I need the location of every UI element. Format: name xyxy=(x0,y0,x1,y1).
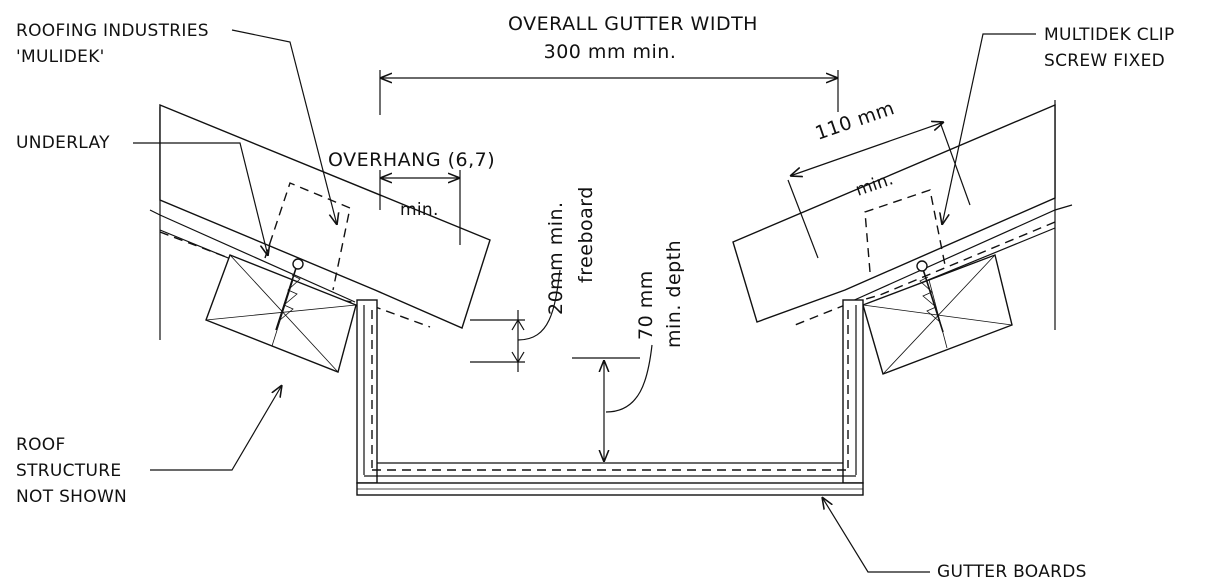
depth-label-line1: 70 mm xyxy=(635,270,657,340)
clip-leader: MULTIDEK CLIP SCREW FIXED xyxy=(942,25,1175,225)
overall-width-label-line2: 300 mm min. xyxy=(544,41,677,63)
overall-width-label-line1: OVERALL GUTTER WIDTH xyxy=(508,13,758,35)
clip-label-line1: MULTIDEK CLIP xyxy=(1044,25,1175,45)
left-screw xyxy=(275,258,304,331)
underlay-label: UNDERLAY xyxy=(16,133,110,153)
roof-structure-leader: ROOF STRUCTURE NOT SHOWN xyxy=(16,385,282,507)
overall-width-dimension: OVERALL GUTTER WIDTH 300 mm min. xyxy=(379,13,839,115)
freeboard-label-line2: freeboard xyxy=(575,186,597,283)
clip-label-line2: SCREW FIXED xyxy=(1044,51,1165,71)
depth-dimension: 70 mm min. depth xyxy=(572,240,685,462)
roofing-label-line1: ROOFING INDUSTRIES xyxy=(16,21,209,41)
roofing-leader: ROOFING INDUSTRIES 'MULIDEK' xyxy=(16,21,337,225)
roof-label-line1: ROOF xyxy=(16,435,66,455)
left-roof-assembly: OVERHANG (6,7) min. xyxy=(149,103,495,373)
right-roof-assembly: 110 mm min. xyxy=(732,97,1073,375)
roofing-label-line2: 'MULIDEK' xyxy=(16,47,105,67)
freeboard-label-line1: 20mm min. xyxy=(545,201,567,315)
gutter xyxy=(356,299,864,496)
freeboard-dimension: 20mm min. freeboard xyxy=(470,186,597,372)
gutter-boards-leader: GUTTER BOARDS xyxy=(822,497,1087,581)
depth-label-line2: min. depth xyxy=(663,240,685,348)
clip-dimension-label: 110 mm xyxy=(812,97,897,145)
right-screw xyxy=(916,260,944,333)
roof-label-line3: NOT SHOWN xyxy=(16,487,127,507)
overhang-label: OVERHANG (6,7) xyxy=(328,149,495,171)
overhang-min-label: min. xyxy=(400,200,439,220)
roof-label-line2: STRUCTURE xyxy=(16,461,121,481)
underlay-leader: UNDERLAY xyxy=(16,133,268,256)
gutter-boards-label: GUTTER BOARDS xyxy=(937,562,1087,581)
